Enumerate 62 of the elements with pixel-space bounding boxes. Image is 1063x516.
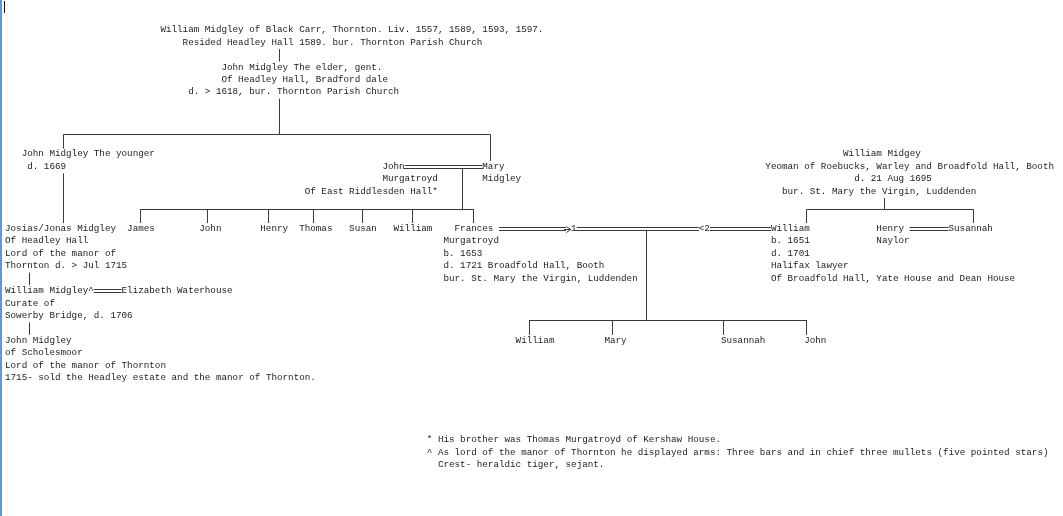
footnote: ^ As lord of the manor of Thornton he displayed arms: Three bars and in chief three mullets (five pointed stars) Crest- heraldic tiger, sejant. bbox=[426, 446, 1050, 472]
person-details: Of Headley Hall, Bradford dale bbox=[221, 73, 388, 87]
descent-line bbox=[279, 48, 280, 63]
person-name: John Murgatroyd bbox=[382, 160, 439, 186]
person-name: William bbox=[393, 223, 433, 236]
descent-line bbox=[884, 197, 974, 224]
person-name: Susannah bbox=[720, 334, 766, 348]
person-name: John Midgley bbox=[5, 334, 72, 348]
person-name: Mary Midgley bbox=[482, 160, 523, 186]
person-name: John Midgley The younger bbox=[21, 148, 155, 161]
person-details: Lord of the manor of Thornton bbox=[5, 359, 166, 373]
person-name: Susannah bbox=[948, 223, 993, 236]
person-name: James bbox=[127, 223, 155, 236]
descent-line bbox=[646, 230, 807, 336]
person-name: William Midgey bbox=[843, 148, 921, 161]
person-name: Mary bbox=[604, 334, 627, 348]
person-name: William Midgley^ bbox=[5, 285, 94, 298]
person-name: Josias/Jonas Midgley bbox=[5, 223, 117, 236]
person-details: d. > 1618, bur. Thornton Parish Church bbox=[188, 86, 400, 99]
marriage-line bbox=[909, 227, 949, 231]
marriage-line bbox=[93, 289, 123, 293]
person-details: of Scholesmoor bbox=[5, 347, 83, 360]
person-name: William bbox=[770, 223, 810, 236]
person-details: Of East Riddlesden Hall* bbox=[304, 185, 438, 199]
marriage-line bbox=[576, 227, 700, 231]
person-name: Thomas bbox=[299, 223, 333, 236]
descent-line bbox=[29, 321, 30, 336]
person-details: bur. St. Mary the Virgin, Luddenden bbox=[443, 272, 638, 286]
person-details: b. 1653 bbox=[443, 247, 483, 261]
person-details: d. 21 Aug 1695 bbox=[854, 173, 932, 186]
person-name: John bbox=[804, 334, 827, 348]
person-name: William bbox=[515, 334, 555, 348]
person-details: 1715- sold the Headley estate and the manor of Thornton. bbox=[5, 372, 316, 385]
person-name: William Midgley of Black Carr, Thornton. Liv. 1557, 1589, 1593, 1597. bbox=[160, 24, 544, 37]
marriage-line bbox=[709, 227, 772, 231]
person-details: d. 1701 bbox=[770, 247, 810, 261]
person-name: John bbox=[199, 223, 222, 236]
person-name: Elizabeth Waterhouse bbox=[121, 285, 233, 298]
marriage-number: 1 bbox=[571, 223, 577, 236]
descent-line bbox=[279, 98, 491, 162]
person-details: bur. St. Mary the Virgin, Luddenden bbox=[782, 185, 977, 199]
person-name: Susan bbox=[349, 223, 377, 236]
marriage-line bbox=[404, 165, 483, 169]
person-details: b. 1651 bbox=[770, 235, 810, 248]
person-details: Halifax lawyer bbox=[770, 260, 849, 273]
person-details: Of Broadfold Hall, Yate House and Dean House bbox=[770, 272, 1016, 286]
marriage-arrow-line bbox=[498, 226, 572, 233]
person-details: Curate of Sowerby Bridge, d. 1706 bbox=[5, 297, 134, 323]
person-details: Yeoman of Roebucks, Warley and Broadfold Hall, Booth bbox=[765, 160, 1054, 174]
person-details: Lord of the manor of Thornton d. > Jul 1715 bbox=[5, 247, 129, 273]
marriage-number: <2 bbox=[698, 223, 710, 236]
person-details: Of Headley Hall bbox=[5, 235, 89, 248]
person-details: d. 1669 bbox=[27, 160, 67, 174]
descent-line bbox=[29, 272, 30, 286]
person-name: Henry Naylor bbox=[876, 223, 912, 248]
person-details: Resided Headley Hall 1589. bur. Thornton Parish Church bbox=[182, 36, 483, 50]
person-name: Henry bbox=[260, 223, 289, 236]
person-details: d. 1721 Broadfold Hall, Booth bbox=[443, 260, 605, 273]
descent-line bbox=[462, 168, 483, 224]
descent-line bbox=[63, 172, 64, 224]
person-name: John Midgley The elder, gent. bbox=[221, 61, 383, 74]
footnote: * His brother was Thomas Murgatroyd of Kershaw House. bbox=[426, 434, 721, 447]
